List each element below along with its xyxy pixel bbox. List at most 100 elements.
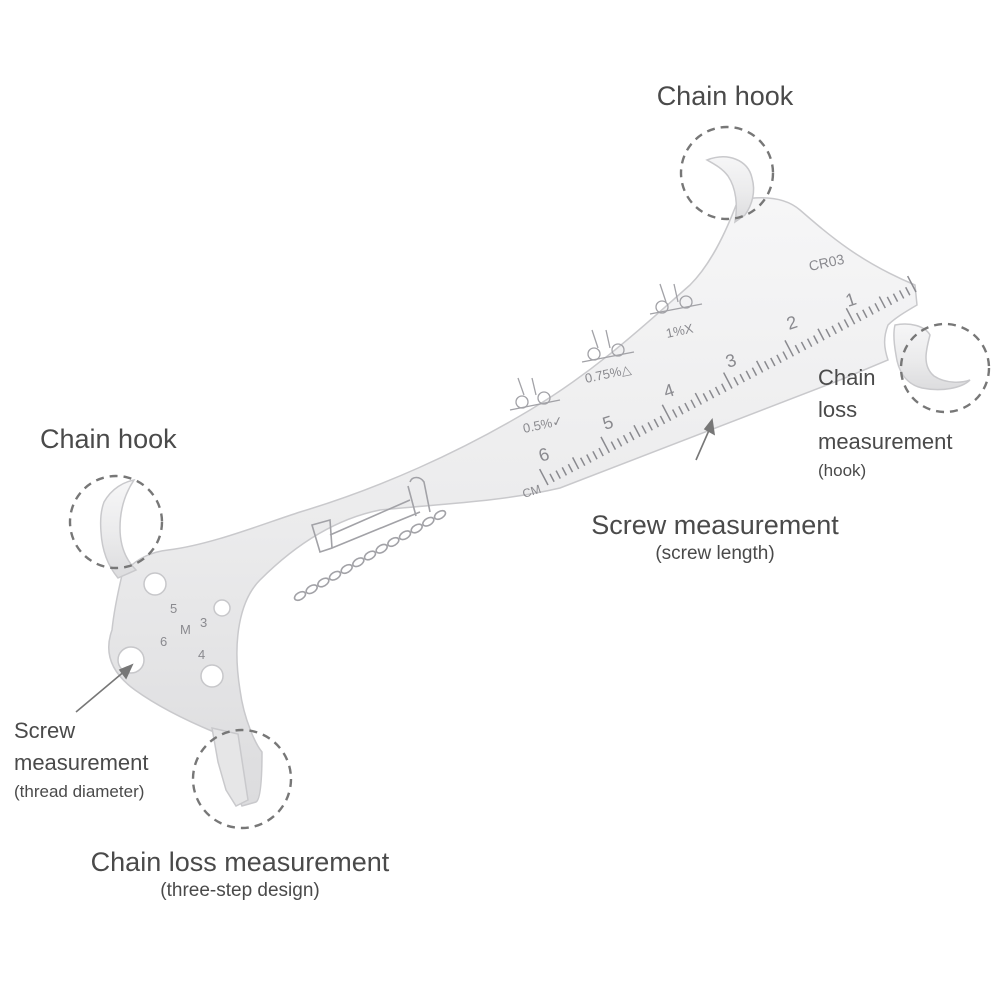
ruler-tick [776, 354, 782, 364]
callout-chain-loss-three-step-title: Chain loss measurement [90, 847, 390, 877]
hole-label-6: 6 [160, 634, 167, 649]
ruler-tick [898, 290, 905, 299]
ruler-tick [678, 405, 684, 415]
ruler-tick [862, 309, 868, 319]
chain-guide-sketch [311, 476, 431, 554]
ruler-tick [661, 404, 672, 422]
callout-screw-length: Screw measurement (screw length) [560, 509, 870, 567]
wear-icon-0-5-pin [517, 377, 537, 396]
callout-chain-hook-left-title: Chain hook [40, 424, 177, 454]
callout-chain-loss-hook-line1: Chain [818, 365, 876, 390]
pointer-screw-length [695, 427, 711, 461]
callout-screw-thread-line1: Screw [14, 718, 76, 743]
model-mark: CR03 [807, 251, 846, 274]
wear-icon-0-75 [581, 329, 635, 363]
chain-link [363, 550, 377, 561]
hole-label-3: 3 [200, 615, 207, 630]
ruler-tick [721, 383, 727, 393]
callout-chain-loss-hook: Chain loss measurement (hook) [818, 362, 953, 484]
chain-link [422, 516, 435, 527]
callout-chain-hook-left: Chain hook [40, 423, 177, 455]
callout-circle-top-hook [679, 125, 775, 221]
ruler-tick [843, 319, 850, 328]
top-hook-prong [705, 156, 755, 224]
ruler-tick [845, 307, 856, 325]
unit-mark: CM [521, 482, 543, 501]
ruler-tick [600, 436, 610, 454]
ruler-tick [694, 392, 702, 405]
ruler-tick [579, 457, 586, 467]
callout-circle-bottom-step [191, 728, 293, 830]
chain-link [410, 523, 423, 534]
chain-link [398, 530, 412, 541]
pointer-thread-diameter [75, 669, 127, 713]
ruler-tick [745, 370, 752, 380]
wear-indicator-icons [509, 283, 703, 411]
ruler-tick [538, 468, 549, 486]
callout-chain-loss-hook-line3: measurement [818, 429, 953, 454]
ruler-tick [800, 341, 807, 351]
ruler-tick [905, 286, 911, 296]
chain-link [328, 570, 342, 581]
chain-links [293, 509, 447, 602]
ruler-tick [671, 409, 678, 418]
chain-link [293, 590, 307, 602]
ruler-tick [733, 376, 739, 386]
wear-icon-1-plate [649, 303, 703, 315]
pointer-screw-length-head [703, 418, 716, 436]
ruler-tick [806, 338, 813, 348]
wear-icon-1-pin [659, 283, 679, 303]
ruler-tick [855, 312, 862, 322]
ruler-tick [653, 418, 660, 428]
pointer-thread-diameter-head [118, 663, 134, 680]
ruler-tick [708, 389, 715, 399]
ruler-tick [837, 322, 844, 331]
tool-body [108, 196, 918, 807]
ruler-tick [684, 402, 690, 412]
ruler-tick [586, 454, 592, 463]
wear-icon-0-5 [509, 377, 561, 411]
ruler-tick [571, 457, 580, 470]
callout-circle-right-hook [899, 322, 991, 414]
hole-label-m: M [180, 622, 191, 637]
callout-chain-loss-hook-note: (hook) [818, 461, 867, 480]
ruler-tick [633, 424, 641, 438]
ruler-tick [770, 357, 776, 367]
callout-chain-loss-three-step: Chain loss measurement (three-step desig… [40, 846, 440, 904]
chain-link [375, 543, 388, 554]
hole-4 [200, 664, 224, 688]
callout-screw-thread-note: (thread diameter) [14, 782, 145, 801]
hole-5 [143, 572, 167, 596]
ruler-tick [616, 438, 623, 447]
ruler-tick [817, 328, 825, 341]
ruler-tick [561, 467, 568, 476]
ruler-tick [886, 296, 893, 306]
hole-6 [117, 646, 145, 674]
ruler-tick [784, 340, 794, 357]
wear-icon-1-roller-b [679, 295, 693, 309]
wear-icon-1-roller-a [655, 300, 669, 314]
ruler-tick [755, 360, 764, 373]
chain-link [317, 577, 330, 588]
ruler-tick [647, 421, 653, 431]
ruler-tick [598, 447, 604, 457]
bottom-step-tab [211, 727, 249, 807]
callout-chain-loss-hook-line2: loss [818, 397, 858, 422]
ruler-tick [751, 367, 758, 376]
ruler-tick [794, 344, 801, 354]
ruler-tick [567, 463, 574, 473]
ruler-tick [831, 325, 837, 335]
wear-label-1: 1%X [665, 320, 695, 340]
ruler-tick [878, 296, 886, 309]
ruler-tick [659, 415, 666, 425]
ruler-tick [906, 275, 917, 293]
hole-3 [213, 599, 231, 617]
wear-icon-0-75-pin [591, 329, 611, 349]
callout-chain-loss-three-step-note: (three-step design) [160, 880, 320, 901]
chain-link [340, 563, 353, 575]
ruler-tick [874, 302, 880, 312]
ruler-tick [714, 386, 721, 396]
ruler-tick [610, 441, 617, 450]
